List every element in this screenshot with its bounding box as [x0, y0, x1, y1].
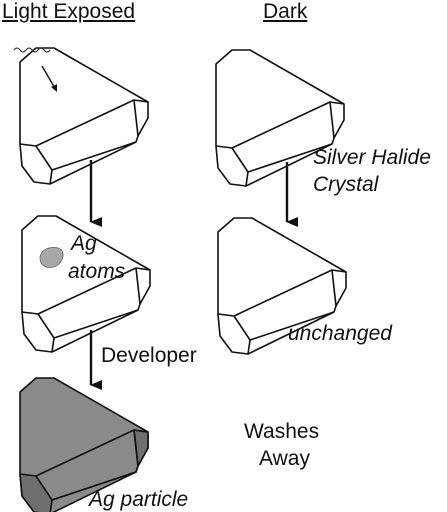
label-atoms: atoms	[68, 260, 126, 283]
label-silver-halide: Silver Halide	[313, 146, 431, 169]
label-ag-particle: Ag particle	[89, 488, 189, 511]
label-developer: Developer	[101, 344, 197, 367]
light-photon-icon	[13, 47, 57, 92]
label-away: Away	[259, 447, 310, 470]
label-ag: Ag	[71, 232, 97, 255]
label-crystal: Crystal	[313, 173, 379, 196]
label-washes: Washes	[244, 420, 320, 443]
heading-light-exposed: Light Exposed	[2, 0, 136, 23]
crystal-ag-particle	[19, 377, 149, 512]
crystal-unchanged	[217, 217, 347, 355]
crystal-light-exposed	[19, 47, 149, 185]
heading-dark: Dark	[263, 0, 308, 23]
label-unchanged: unchanged	[288, 322, 392, 345]
ag-atom-cluster	[39, 247, 64, 268]
crystal-dark	[215, 49, 345, 187]
